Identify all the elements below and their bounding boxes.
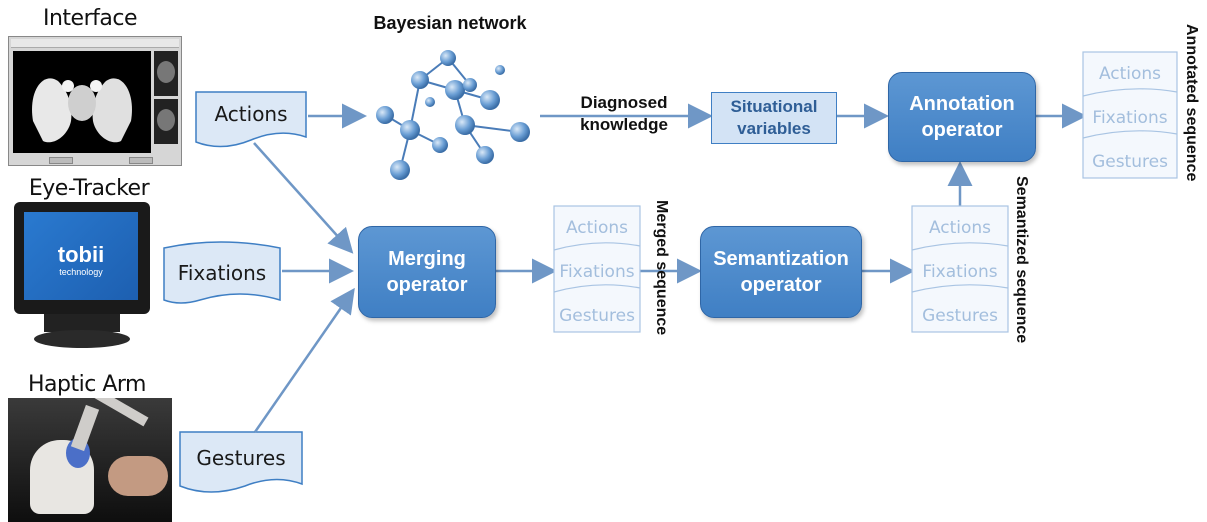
fixations-input-label: Fixations xyxy=(177,261,267,285)
merged-actions: Actions xyxy=(565,218,629,238)
situational-line2: variables xyxy=(737,119,811,138)
semantized-gestures: Gestures xyxy=(922,306,998,326)
eye-tracker-monitor: tobii technology xyxy=(14,202,152,352)
haptic-arm-photo xyxy=(8,398,172,522)
tobii-subtitle: technology xyxy=(59,267,103,277)
bayesian-network-graph xyxy=(376,50,530,180)
semantized-sequence-frame xyxy=(911,205,1009,333)
merged-sequence-label: Merged sequence xyxy=(653,200,670,336)
interface-screenshot xyxy=(8,36,182,166)
merged-sequence-frame xyxy=(553,205,641,333)
semantized-fixations: Fixations xyxy=(922,262,998,282)
gestures-input-label: Gestures xyxy=(196,446,286,470)
situational-line1: Situational xyxy=(730,97,818,116)
annotated-fixations: Fixations xyxy=(1092,108,1168,128)
merging-operator: Merging operator xyxy=(358,226,496,318)
eye-tracker-label: Eye-Tracker xyxy=(28,176,150,201)
semantized-actions: Actions xyxy=(928,218,992,238)
actions-document xyxy=(195,91,307,148)
haptic-arm-label: Haptic Arm xyxy=(28,372,146,397)
merging-line1: Merging xyxy=(388,248,466,270)
semantization-line2: operator xyxy=(740,274,822,296)
merging-line2: operator xyxy=(386,274,468,296)
merged-fixations: Fixations xyxy=(559,262,635,282)
interface-label: Interface xyxy=(43,6,138,31)
merged-sequence: Actions Fixations Gestures xyxy=(554,206,640,332)
diagnosed-line2: knowledge xyxy=(580,115,668,134)
annotated-sequence-frame xyxy=(1082,51,1178,179)
tobii-logo: tobii xyxy=(57,242,105,267)
annotated-actions: Actions xyxy=(1098,64,1162,84)
annotated-sequence-label: Annotated sequence xyxy=(1183,24,1200,182)
annotated-gestures: Gestures xyxy=(1092,152,1168,172)
diagnosed-knowledge-label: Diagnosed knowledge xyxy=(566,92,682,136)
semantization-operator: Semantization operator xyxy=(700,226,862,318)
actions-input-label: Actions xyxy=(214,102,288,126)
semantized-sequence-label: Semantized sequence xyxy=(1013,176,1030,344)
bayesian-network-title: Bayesian network xyxy=(373,13,527,33)
fixations-document xyxy=(163,241,281,304)
diagnosed-line1: Diagnosed xyxy=(580,93,668,112)
annotation-line1: Annotation xyxy=(909,93,1015,115)
annotated-sequence: Actions Fixations Gestures xyxy=(1083,52,1177,178)
situational-variables-box: Situational variables xyxy=(711,92,837,144)
gestures-document xyxy=(179,431,303,493)
annotation-operator: Annotation operator xyxy=(888,72,1036,162)
semantization-line1: Semantization xyxy=(713,248,849,270)
merged-gestures: Gestures xyxy=(559,306,635,326)
pelvis-scan-icon xyxy=(32,78,132,143)
annotation-line2: operator xyxy=(921,119,1003,141)
semantized-sequence: Actions Fixations Gestures xyxy=(912,206,1008,332)
